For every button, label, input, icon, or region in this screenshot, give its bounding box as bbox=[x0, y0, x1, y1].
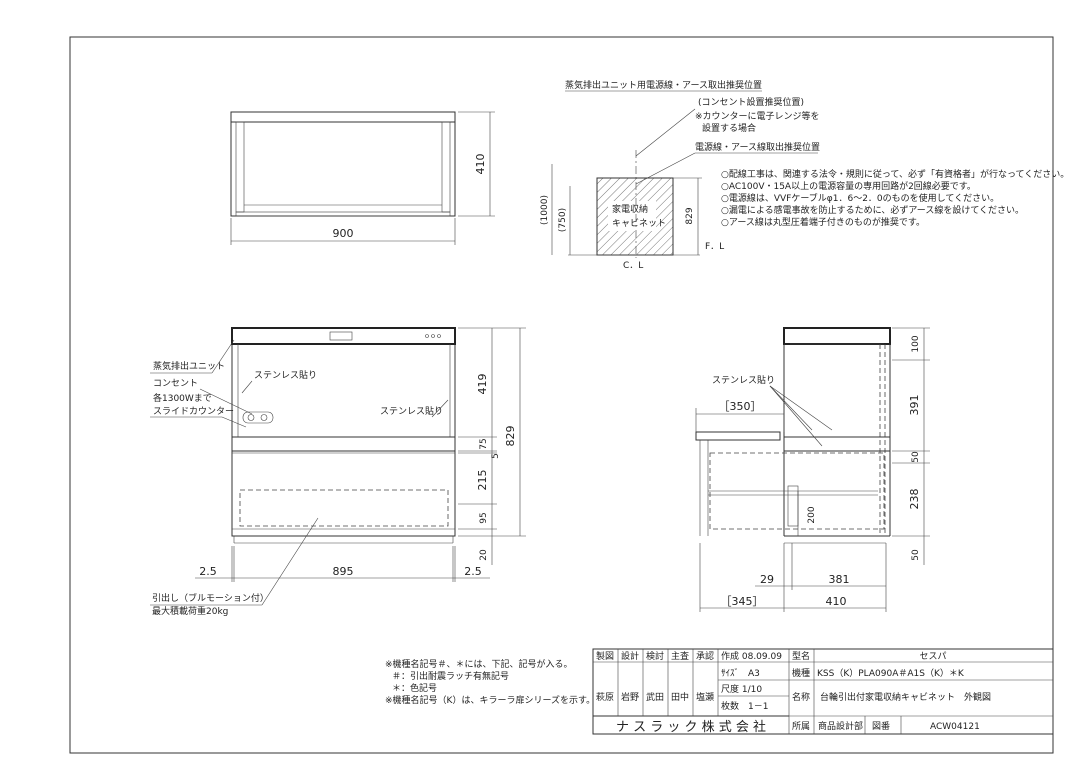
name-design: 岩野 bbox=[621, 691, 639, 703]
drawer-label-1: 引出し（ブルモーション付） bbox=[152, 592, 269, 604]
wiring-notes: ○配線工事は、関連する法令・規則に従って、必ず「有資格者」が行なってください。 … bbox=[721, 168, 1069, 228]
paper-size: ｻｲｽﾞ A3 bbox=[721, 668, 760, 679]
stainless-label-1: ステンレス貼り bbox=[254, 369, 317, 381]
footnote-3: ※機種名記号（K）は、キラーラ扉シリーズを示す。 bbox=[385, 694, 595, 706]
slide-counter-label: スライドカウンター bbox=[153, 406, 234, 417]
note-0: ○配線工事は、関連する法令・規則に従って、必ず「有資格者」が行なってください。 bbox=[721, 168, 1069, 180]
dept-label: 所属 bbox=[792, 721, 810, 732]
dim-829-power: 829 bbox=[685, 207, 695, 224]
header-approval: 承認 bbox=[696, 650, 714, 662]
drawer-label-2: 最大積載荷重20kg bbox=[152, 605, 228, 617]
name-drafting: 萩原 bbox=[596, 692, 614, 703]
dim-29: 29 bbox=[760, 573, 774, 586]
dim-20: 20 bbox=[479, 549, 489, 561]
dim-75: 75 bbox=[479, 438, 489, 449]
dim-829-front: 829 bbox=[504, 426, 517, 447]
dim-350: ［350］ bbox=[719, 400, 762, 413]
dim-750: (750) bbox=[558, 208, 568, 232]
title-block: 製図 設計 検討 主査 承認 萩原 岩野 武田 田中 塩瀬 作成 08.09.0… bbox=[592, 648, 1054, 735]
header-review: 検討 bbox=[646, 650, 664, 662]
dim-2-5-left: 2.5 bbox=[199, 565, 217, 578]
sheet-count: 枚数 1－1 bbox=[721, 700, 768, 712]
power-section: 蒸気排出ユニット用電源線・アース取出推奨位置 (コンセント設置推奨位置) ※カウ… bbox=[540, 79, 820, 271]
stainless-label-2: ステンレス貼り bbox=[380, 405, 443, 417]
power-note: 電源線・アース線取出推奨位置 bbox=[695, 141, 820, 153]
dim-5: 5 bbox=[491, 453, 501, 459]
outlet-note-2: ※カウンターに電子レンジ等を bbox=[695, 110, 820, 122]
name-chief: 田中 bbox=[671, 691, 689, 703]
dim-381: 381 bbox=[829, 573, 850, 586]
header-drafting: 製図 bbox=[596, 650, 614, 662]
dim-895: 895 bbox=[333, 565, 354, 578]
created-date: 作成 08.09.09 bbox=[721, 650, 782, 662]
note-1: ○AC100V・15A以上の電源容量の専用回路が2回線必要です。 bbox=[721, 180, 976, 192]
note-4: ○アース線は丸型圧着端子付きのものが推奨です。 bbox=[721, 216, 925, 228]
company-name: ナ ス ラ ッ ク 株 式 会 社 bbox=[616, 719, 766, 735]
steam-unit-label: 蒸気排出ユニット bbox=[153, 360, 225, 372]
outlet-spec: 各1300Wまで bbox=[153, 392, 212, 404]
outlet-note-1: (コンセント設置推奨位置) bbox=[698, 96, 804, 108]
dim-419: 419 bbox=[476, 374, 489, 395]
footnote-2: ＊：色記号 bbox=[392, 682, 437, 694]
sheet-border bbox=[69, 36, 1054, 754]
footnotes: ※機種名記号＃、＊には、下記、記号が入る。 ＃：引出耐震ラッチ有無記号 ＊：色記… bbox=[385, 658, 595, 706]
dim-100: 100 bbox=[911, 335, 921, 352]
dim-391: 391 bbox=[908, 395, 921, 416]
floor-line-label: F．L bbox=[705, 242, 724, 252]
dim-345: ［345］ bbox=[721, 595, 764, 608]
drawing-number-value: ACW04121 bbox=[930, 722, 980, 732]
dim-2-5-right: 2.5 bbox=[464, 565, 482, 578]
model-label: 機種 bbox=[792, 667, 810, 679]
dim-215: 215 bbox=[476, 470, 489, 491]
side-view: ステンレス貼り ［350］ 100 391 50 238 50 200 29 3… bbox=[695, 327, 930, 612]
cabinet-label-1: 家電収納 bbox=[612, 203, 648, 215]
front-view: 蒸気排出ユニット コンセント 各1300Wまで スライドカウンター ステンレス貼… bbox=[150, 327, 526, 617]
center-line-label: C．L bbox=[623, 261, 643, 271]
top-width-label: 900 bbox=[333, 227, 354, 240]
dim-95: 95 bbox=[479, 512, 489, 523]
name-review: 武田 bbox=[646, 691, 664, 703]
power-title: 蒸気排出ユニット用電源線・アース取出推奨位置 bbox=[565, 79, 762, 91]
footnote-0: ※機種名記号＃、＊には、下記、記号が入る。 bbox=[385, 658, 573, 670]
dim-410-side: 410 bbox=[826, 595, 847, 608]
note-3: ○漏電による感電事故を防止するために、必ずアース線を設けてください。 bbox=[721, 204, 1024, 216]
model-value: KSS（K）PLA090A＃A1S（K）＊K bbox=[817, 668, 965, 679]
name-value: 台輪引出付家電収納キャビネット 外観図 bbox=[820, 691, 991, 703]
outlet-note-3: 設置する場合 bbox=[702, 122, 756, 134]
footnote-1: ＃：引出耐震ラッチ有無記号 bbox=[392, 670, 509, 682]
name-label: 名称 bbox=[792, 691, 810, 703]
dim-238: 238 bbox=[908, 489, 921, 510]
top-height-label: 410 bbox=[474, 154, 487, 175]
dim-50-lower: 50 bbox=[911, 549, 921, 561]
header-chief: 主査 bbox=[671, 650, 689, 662]
top-view: 900 410 bbox=[230, 111, 495, 245]
dept-value: 商品設計部 bbox=[818, 720, 863, 732]
drawing-number-label: 図番 bbox=[872, 720, 890, 732]
dim-50-upper: 50 bbox=[911, 451, 921, 463]
dim-1000: (1000) bbox=[540, 195, 550, 225]
outlet-label: コンセント bbox=[153, 378, 198, 389]
side-stainless-label: ステンレス貼り bbox=[712, 374, 775, 386]
cabinet-label-2: キャビネット bbox=[612, 218, 666, 229]
header-design: 設計 bbox=[621, 650, 639, 662]
type-label: 型名 bbox=[792, 650, 810, 662]
note-2: ○電源線は、VVFケーブルφ1．6～2．0のものを使用してください。 bbox=[721, 192, 999, 204]
type-value: セスパ bbox=[919, 651, 946, 662]
scale: 尺度 1/10 bbox=[721, 683, 762, 695]
name-approval: 塩瀬 bbox=[696, 691, 714, 703]
dim-200: 200 bbox=[807, 506, 817, 523]
